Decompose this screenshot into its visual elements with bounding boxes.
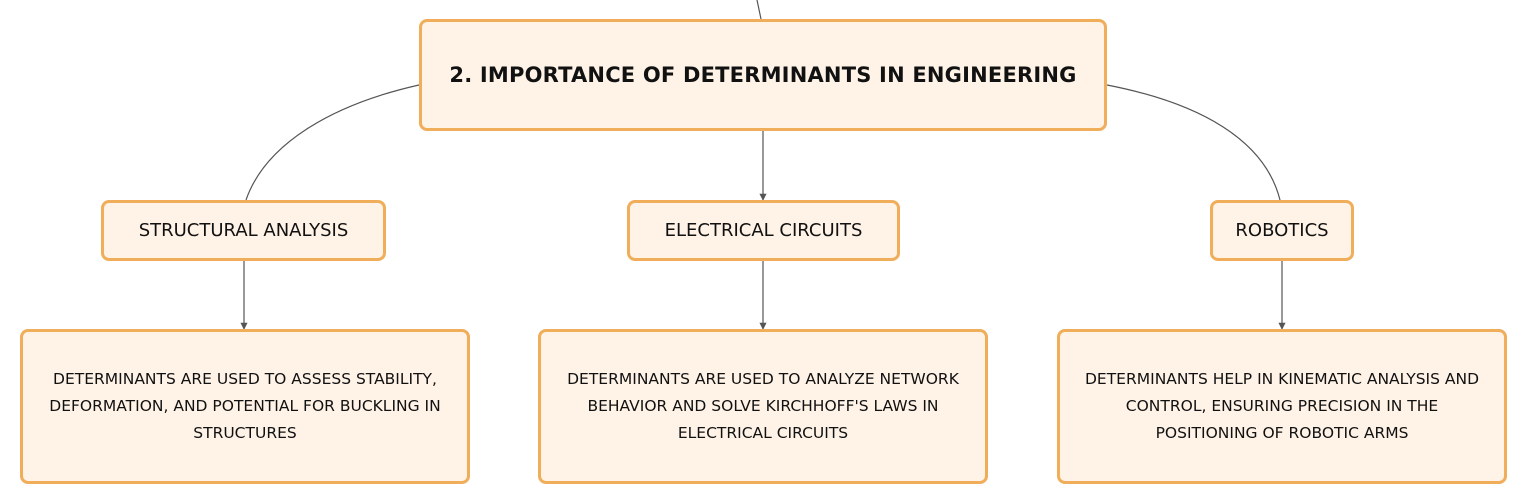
topic-node-electrical-circuits[interactable]: ELECTRICAL CIRCUITS	[627, 200, 900, 261]
connector-parent-to-root	[756, 0, 762, 20]
detail-node-robotics[interactable]: DETERMINANTS HELP IN KINEMATIC ANALYSIS …	[1057, 329, 1507, 484]
connector-root-to-robotics	[1106, 84, 1281, 201]
topic-node-label: STRUCTURAL ANALYSIS	[138, 220, 349, 241]
detail-node-electrical-circuits[interactable]: DETERMINANTS ARE USED TO ANALYZE NETWORK…	[538, 329, 988, 484]
topic-node-structural-analysis[interactable]: STRUCTURAL ANALYSIS	[101, 200, 386, 261]
detail-node-text: DETERMINANTS ARE USED TO ASSESS STABILIT…	[49, 370, 441, 442]
detail-node-structural-analysis[interactable]: DETERMINANTS ARE USED TO ASSESS STABILIT…	[20, 329, 470, 484]
topic-node-label: ELECTRICAL CIRCUITS	[664, 220, 863, 241]
detail-node-text: DETERMINANTS HELP IN KINEMATIC ANALYSIS …	[1084, 370, 1480, 442]
detail-node-text: DETERMINANTS ARE USED TO ANALYZE NETWORK…	[567, 370, 959, 442]
root-node-title: 2. IMPORTANCE OF DETERMINANTS IN ENGINEE…	[449, 63, 1077, 87]
connector-root-to-structural-analysis	[245, 84, 420, 201]
topic-node-label: ROBOTICS	[1235, 220, 1329, 241]
topic-node-robotics[interactable]: ROBOTICS	[1210, 200, 1354, 261]
root-node[interactable]: 2. IMPORTANCE OF DETERMINANTS IN ENGINEE…	[419, 19, 1107, 131]
